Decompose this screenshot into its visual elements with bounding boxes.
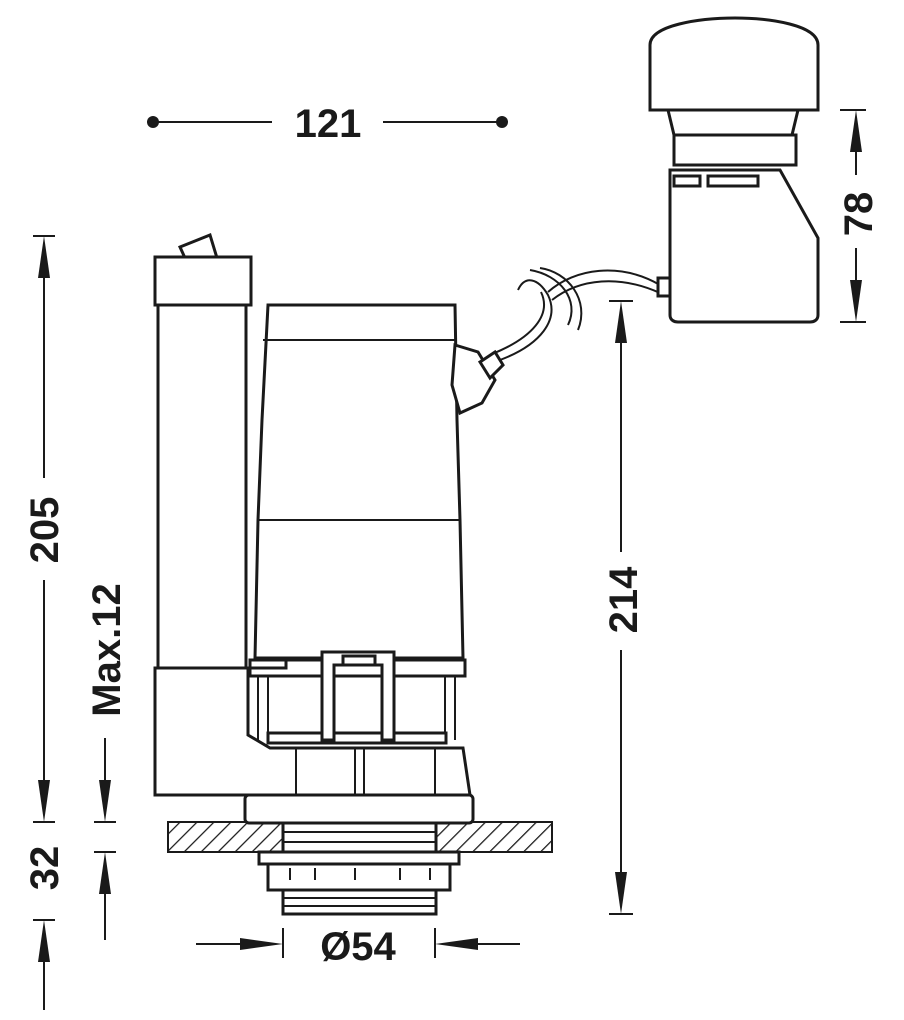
- push-button-assembly: [648, 16, 820, 324]
- dimension-214-label: 214: [602, 566, 646, 633]
- flush-valve: [153, 233, 505, 916]
- threaded-spigot: [281, 821, 438, 854]
- pneumatic-connector: [450, 343, 497, 416]
- dimension-32-label: 32: [23, 846, 67, 891]
- cage-clip: [320, 650, 396, 742]
- pneumatic-tube: [491, 267, 661, 361]
- dimension-121-label: 121: [295, 102, 362, 146]
- dimension-214: 214: [602, 300, 646, 915]
- dimension-max12: Max.12: [85, 583, 129, 940]
- lock-nut-washer: [257, 850, 461, 866]
- dimension-205-label: 205: [23, 497, 67, 564]
- dimension-32: 32: [23, 846, 67, 1010]
- push-button-cap: [648, 16, 820, 112]
- tube-nipple: [656, 276, 672, 298]
- overflow-cap: [153, 255, 253, 307]
- dimension-78-label: 78: [837, 192, 881, 237]
- spigot-thread-end: [281, 888, 438, 916]
- button-housing: [668, 168, 820, 324]
- valve-cylinder: [253, 303, 465, 660]
- overflow-clip: [177, 233, 220, 260]
- overflow-tube: [156, 298, 248, 674]
- button-collar: [672, 133, 798, 167]
- dimension-diameter-54: Ø54: [196, 925, 520, 969]
- base-seal-ring: [243, 793, 475, 825]
- dimension-121: 121: [147, 102, 508, 146]
- dimension-205: 205: [23, 235, 67, 823]
- mounting-plate-section: [167, 821, 553, 853]
- valve-base: [153, 666, 472, 797]
- dimension-diameter-54-label: Ø54: [320, 925, 396, 969]
- dimension-78: 78: [837, 109, 881, 323]
- lock-nut: [266, 862, 452, 892]
- dimension-max12-label: Max.12: [85, 583, 129, 716]
